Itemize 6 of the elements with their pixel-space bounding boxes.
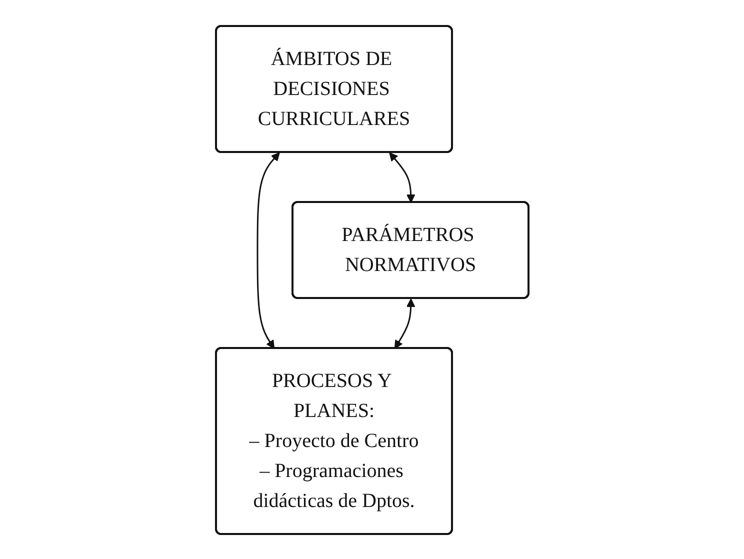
arrow <box>388 152 415 202</box>
arrow <box>256 152 280 348</box>
node-text: PROCESOS Y PLANES: – Proyecto de Centro – Programaciones didácticas de Dptos. <box>249 370 418 512</box>
node-text: PARÁMETROS NORMATIVOS <box>341 224 476 276</box>
node-text: ÁMBITOS DE DECISIONES CURRICULARES <box>258 48 410 130</box>
arrow <box>394 298 415 348</box>
